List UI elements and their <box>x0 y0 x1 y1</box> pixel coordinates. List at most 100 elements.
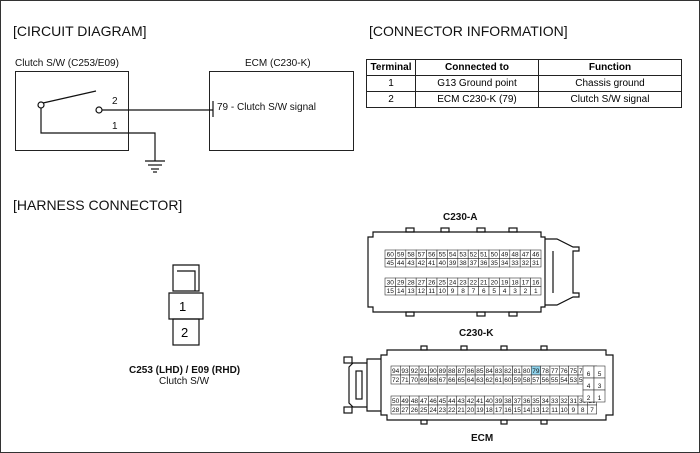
harness-connector-heading: [HARNESS CONNECTOR] <box>13 197 183 213</box>
pin-number: 15 <box>514 407 522 414</box>
pin-number: 23 <box>439 407 447 414</box>
pin-number: 54 <box>449 252 457 259</box>
pin-number: 18 <box>486 407 494 414</box>
pin-number: 67 <box>439 377 447 384</box>
pin-number: 94 <box>392 368 400 375</box>
ecm-label: ECM (C230-K) <box>245 58 311 69</box>
pin-number: 56 <box>428 252 436 259</box>
pin-number: 28 <box>407 280 415 287</box>
pin-number: 93 <box>401 368 409 375</box>
pin-number: 5 <box>492 288 496 295</box>
pin-number: 61 <box>495 377 503 384</box>
pin-number: 55 <box>551 377 559 384</box>
pin-number: 86 <box>467 368 475 375</box>
pin-number: 35 <box>532 398 540 405</box>
pin-number: 26 <box>411 407 419 414</box>
pin-number: 11 <box>428 288 435 295</box>
pin-number: 28 <box>392 407 400 414</box>
clutch-switch-connector-icon <box>168 264 204 346</box>
ecm-box <box>209 71 354 151</box>
clutch-connector-title: C253 (LHD) / E09 (RHD) <box>129 365 241 376</box>
c230k-title: C230-K <box>459 328 494 339</box>
ground-wire <box>40 108 156 141</box>
pin-number: 22 <box>448 407 456 414</box>
pin-number: 70 <box>411 377 419 384</box>
pin-number: 13 <box>407 288 415 295</box>
pin-number: 59 <box>397 252 405 259</box>
pin-number: 26 <box>428 280 436 287</box>
pin-number: 58 <box>407 252 415 259</box>
pin-number: 44 <box>397 260 405 267</box>
pin-number: 15 <box>387 288 395 295</box>
pin-number: 65 <box>458 377 466 384</box>
pin-number: 21 <box>480 280 488 287</box>
pin-number: 10 <box>439 288 447 295</box>
pin-number: 6 <box>587 371 591 378</box>
table-cell: Clutch S/W signal <box>538 91 682 108</box>
pin-number: 56 <box>542 377 550 384</box>
pin-number: 82 <box>504 368 512 375</box>
pin-number: 43 <box>407 260 415 267</box>
pin-number: 47 <box>420 398 428 405</box>
clutch-connector-pin1: 1 <box>179 299 187 314</box>
pin-number: 51 <box>480 252 488 259</box>
connector-information-heading: [CONNECTOR INFORMATION] <box>369 23 568 39</box>
pin-number: 58 <box>523 377 531 384</box>
pin-number: 59 <box>514 377 522 384</box>
connector-information-table: Terminal Connected to Function 1 G13 Gro… <box>366 59 682 108</box>
c230a-title: C230-A <box>443 212 478 223</box>
pin-number: 91 <box>420 368 428 375</box>
pin-number: 12 <box>542 407 550 414</box>
pin-number: 71 <box>401 377 409 384</box>
pin-number: 49 <box>401 398 409 405</box>
table-cell: 2 <box>366 91 416 108</box>
switch-fixed-contact <box>95 106 103 114</box>
pin-number: 3 <box>513 288 517 295</box>
pin-number: 38 <box>504 398 512 405</box>
pin-number: 40 <box>439 260 447 267</box>
pin-number: 11 <box>551 407 558 414</box>
pin-number: 81 <box>514 368 522 375</box>
pin-number: 42 <box>418 260 426 267</box>
pin-number: 1 <box>534 288 538 295</box>
pin-number: 31 <box>532 260 540 267</box>
pin-number: 50 <box>491 252 499 259</box>
pin-number: 18 <box>511 280 519 287</box>
pin-number: 77 <box>551 368 559 375</box>
pin-number: 54 <box>560 377 568 384</box>
pin-number: 4 <box>503 288 507 295</box>
pin-number: 27 <box>401 407 409 414</box>
pin-number: 8 <box>461 288 465 295</box>
pin-number: 33 <box>551 398 559 405</box>
pin-number: 37 <box>514 398 522 405</box>
pin-number: 36 <box>480 260 488 267</box>
pin-number: 9 <box>451 288 455 295</box>
pin-number: 87 <box>458 368 466 375</box>
pin-number: 79 <box>532 368 540 375</box>
switch-lever <box>42 90 97 104</box>
pin-number: 53 <box>570 377 578 384</box>
pin-number: 36 <box>523 398 531 405</box>
pin-number: 68 <box>429 377 437 384</box>
pin-number: 13 <box>532 407 540 414</box>
pin-number: 17 <box>495 407 503 414</box>
pin-cell <box>587 404 597 415</box>
pin-cell <box>530 286 542 296</box>
c230k-connector-body <box>343 345 614 425</box>
pin-number: 7 <box>472 288 476 295</box>
pin-number: 76 <box>560 368 568 375</box>
clutch-switch-label: Clutch S/W (C253/E09) <box>15 58 119 69</box>
pin-number: 44 <box>448 398 456 405</box>
pin-number: 46 <box>532 252 540 259</box>
pin-number: 88 <box>448 368 456 375</box>
pin-number: 19 <box>501 280 509 287</box>
pin-number: 23 <box>459 280 467 287</box>
pin-number: 20 <box>491 280 499 287</box>
circuit-diagram-heading: [CIRCUIT DIAGRAM] <box>13 23 147 39</box>
clutch-connector-subtitle: Clutch S/W <box>159 376 210 387</box>
pin-number: 45 <box>387 260 395 267</box>
pin-number: 85 <box>476 368 484 375</box>
